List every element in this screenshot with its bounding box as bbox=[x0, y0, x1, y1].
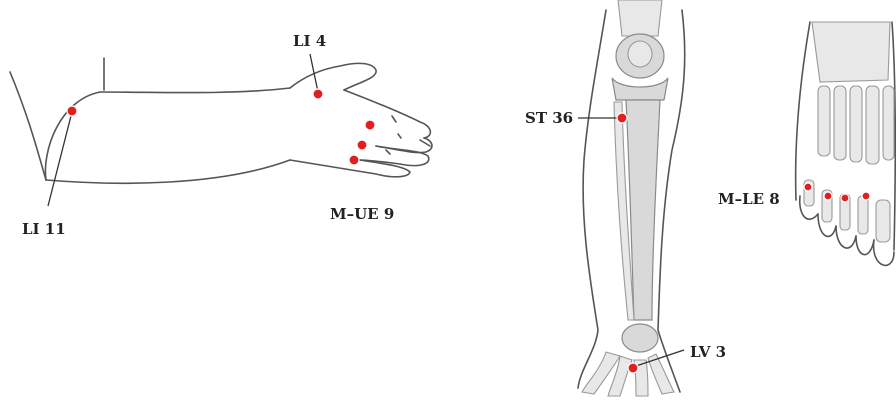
point-mle8-1 bbox=[804, 183, 812, 191]
foot-skeleton-drawing bbox=[796, 22, 896, 265]
point-st36 bbox=[617, 113, 627, 123]
point-li11 bbox=[67, 106, 77, 116]
leader-li11 bbox=[48, 112, 72, 206]
label-mle8: M–LE 8 bbox=[718, 190, 780, 208]
point-li4 bbox=[313, 89, 323, 99]
acupoint-markers bbox=[67, 89, 870, 373]
leg-skeleton-drawing bbox=[578, 0, 685, 396]
point-mue9-2 bbox=[357, 140, 367, 150]
label-st36: ST 36 bbox=[525, 109, 573, 127]
point-mle8-2 bbox=[824, 192, 832, 200]
point-mue9-1 bbox=[365, 120, 375, 130]
label-lv3: LV 3 bbox=[690, 343, 726, 361]
point-mle8-4 bbox=[862, 192, 870, 200]
point-lv3 bbox=[628, 363, 638, 373]
label-li11: LI 11 bbox=[22, 220, 66, 238]
label-li4: LI 4 bbox=[293, 32, 326, 50]
point-mue9-3 bbox=[349, 155, 359, 165]
point-mle8-3 bbox=[841, 194, 849, 202]
label-mue9: M–UE 9 bbox=[330, 205, 394, 223]
